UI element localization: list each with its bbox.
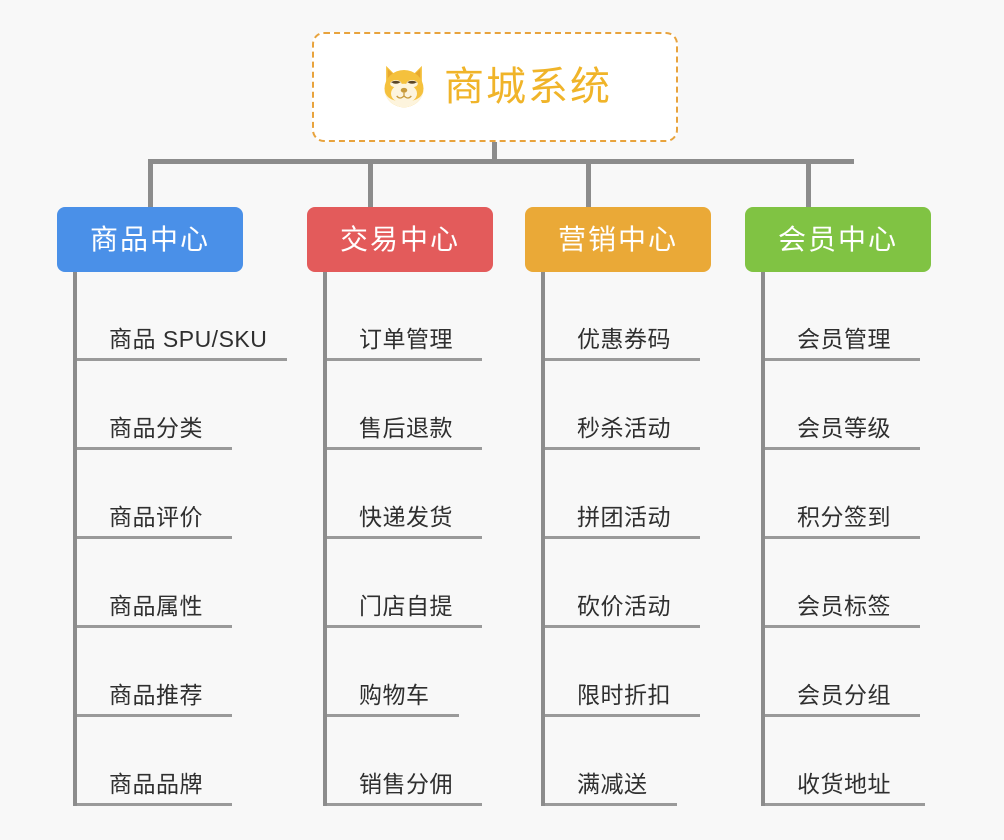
leaf-underline <box>77 536 232 539</box>
leaf-underline <box>327 625 482 628</box>
leaf-underline <box>545 358 700 361</box>
leaf-underline <box>765 625 920 628</box>
leaf-underline <box>765 714 920 717</box>
leaf-label: 会员管理 <box>797 326 891 352</box>
list-item[interactable]: 会员管理 <box>765 272 965 361</box>
leaf-underline <box>545 536 700 539</box>
leaf-underline <box>765 803 925 806</box>
leaf-label: 商品评价 <box>109 504 203 530</box>
category-header-member-center[interactable]: 会员中心 <box>745 207 931 272</box>
list-item[interactable]: 商品推荐 <box>77 628 277 717</box>
list-item[interactable]: 优惠券码 <box>545 272 745 361</box>
leaf-underline <box>327 536 482 539</box>
list-item[interactable]: 限时折扣 <box>545 628 745 717</box>
leaf-underline <box>545 714 700 717</box>
category-label: 营销中心 <box>557 223 678 255</box>
leaf-list-product-center: 商品 SPU/SKU 商品分类 商品评价 商品属性 商品推荐 商品品牌 <box>73 272 287 806</box>
leaf-underline <box>77 358 287 361</box>
list-item[interactable]: 售后退款 <box>327 361 527 450</box>
leaf-label: 会员分组 <box>797 682 891 708</box>
leaf-label: 会员标签 <box>797 593 891 619</box>
branch-marketing-center: 营销中心 优惠券码 秒杀活动 拼团活动 砍价活动 限时折扣 <box>525 207 745 806</box>
list-item[interactable]: 商品 SPU/SKU <box>77 272 287 361</box>
list-item[interactable]: 秒杀活动 <box>545 361 745 450</box>
connector-drop-marketing-center <box>586 159 591 209</box>
list-item[interactable]: 会员等级 <box>765 361 965 450</box>
leaf-underline <box>77 803 232 806</box>
branch-product-center: 商品中心 商品 SPU/SKU 商品分类 商品评价 商品属性 商品推荐 <box>57 207 287 806</box>
shiba-dog-icon <box>384 65 424 108</box>
branch-trade-center: 交易中心 订单管理 售后退款 快递发货 门店自提 购物车 <box>307 207 527 806</box>
category-header-product-center[interactable]: 商品中心 <box>57 207 243 272</box>
leaf-label: 商品品牌 <box>109 771 203 797</box>
leaf-underline <box>765 358 920 361</box>
list-item[interactable]: 订单管理 <box>327 272 527 361</box>
leaf-list-marketing-center: 优惠券码 秒杀活动 拼团活动 砍价活动 限时折扣 满减送 <box>541 272 745 806</box>
list-item[interactable]: 商品属性 <box>77 539 277 628</box>
category-header-trade-center[interactable]: 交易中心 <box>307 207 493 272</box>
category-label: 商品中心 <box>89 223 210 255</box>
leaf-label: 秒杀活动 <box>577 415 671 441</box>
leaf-label: 拼团活动 <box>577 504 671 530</box>
list-item[interactable]: 商品分类 <box>77 361 277 450</box>
leaf-label: 满减送 <box>577 771 648 797</box>
category-label: 会员中心 <box>777 223 898 255</box>
leaf-underline <box>327 714 459 717</box>
root-node-shop-system[interactable]: 商城系统 <box>312 32 678 142</box>
branch-member-center: 会员中心 会员管理 会员等级 积分签到 会员标签 会员分组 <box>745 207 965 806</box>
leaf-label: 积分签到 <box>797 504 891 530</box>
leaf-label: 商品 SPU/SKU <box>109 326 268 352</box>
list-item[interactable]: 会员标签 <box>765 539 965 628</box>
leaf-label: 砍价活动 <box>577 593 671 619</box>
leaf-label: 限时折扣 <box>577 682 671 708</box>
leaf-list-member-center: 会员管理 会员等级 积分签到 会员标签 会员分组 收货地址 <box>761 272 965 806</box>
leaf-underline <box>77 625 232 628</box>
leaf-label: 订单管理 <box>359 326 453 352</box>
list-item[interactable]: 积分签到 <box>765 450 965 539</box>
leaf-underline <box>545 803 677 806</box>
category-header-marketing-center[interactable]: 营销中心 <box>525 207 711 272</box>
connector-drop-member-center <box>806 159 811 209</box>
leaf-label: 商品推荐 <box>109 682 203 708</box>
connector-drop-product-center <box>148 159 153 209</box>
list-item[interactable]: 快递发货 <box>327 450 527 539</box>
leaf-underline <box>77 447 232 450</box>
leaf-underline <box>327 447 482 450</box>
leaf-label: 会员等级 <box>797 415 891 441</box>
leaf-underline <box>327 358 482 361</box>
leaf-label: 快递发货 <box>359 504 453 530</box>
leaf-underline <box>327 803 482 806</box>
leaf-label: 购物车 <box>359 682 430 708</box>
leaf-list-trade-center: 订单管理 售后退款 快递发货 门店自提 购物车 销售分佣 <box>323 272 527 806</box>
connector-horizontal-bar <box>148 159 854 164</box>
connector-drop-trade-center <box>368 159 373 209</box>
list-item[interactable]: 收货地址 <box>765 717 965 806</box>
leaf-label: 优惠券码 <box>577 326 671 352</box>
leaf-label: 商品属性 <box>109 593 203 619</box>
leaf-label: 门店自提 <box>359 593 453 619</box>
leaf-underline <box>545 447 700 450</box>
list-item[interactable]: 拼团活动 <box>545 450 745 539</box>
leaf-label: 商品分类 <box>109 415 203 441</box>
category-label: 交易中心 <box>339 223 460 255</box>
leaf-label: 收货地址 <box>797 771 891 797</box>
leaf-underline <box>545 625 700 628</box>
leaf-underline <box>765 536 920 539</box>
list-item[interactable]: 商品评价 <box>77 450 277 539</box>
leaf-underline <box>765 447 920 450</box>
list-item[interactable]: 砍价活动 <box>545 539 745 628</box>
connector-root-stem <box>492 142 497 164</box>
leaf-underline <box>77 714 232 717</box>
list-item[interactable]: 商品品牌 <box>77 717 277 806</box>
root-node-title: 商城系统 <box>444 65 612 109</box>
list-item[interactable]: 销售分佣 <box>327 717 527 806</box>
list-item[interactable]: 满减送 <box>545 717 745 806</box>
leaf-label: 销售分佣 <box>359 771 453 797</box>
leaf-label: 售后退款 <box>359 415 453 441</box>
list-item[interactable]: 门店自提 <box>327 539 527 628</box>
list-item[interactable]: 会员分组 <box>765 628 965 717</box>
list-item[interactable]: 购物车 <box>327 628 527 717</box>
